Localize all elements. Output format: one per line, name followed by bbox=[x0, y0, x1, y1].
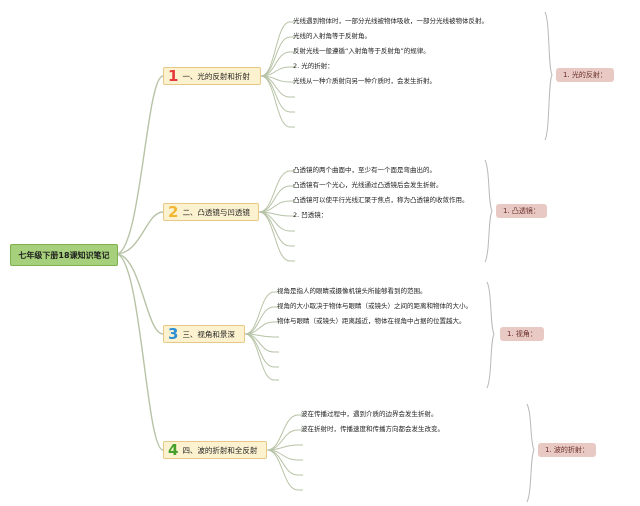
branch-number-1: 1 bbox=[168, 66, 179, 85]
leaf-connector-4-6 bbox=[266, 449, 303, 491]
leaf-connector-3-6 bbox=[244, 333, 279, 368]
root-node[interactable]: 七年级下册18课知识笔记 bbox=[10, 244, 118, 266]
leaf-connector-2-7 bbox=[258, 211, 295, 262]
leaf-connector-3-7 bbox=[244, 333, 279, 381]
summary-tag-3[interactable]: 1. 视角： bbox=[500, 327, 544, 341]
leaf-2-2: 凸透镜有一个光心，光线通过凸透镜后会发生折射。 bbox=[293, 181, 443, 189]
branch-node-4[interactable]: 4 四、波的折射和全反射 bbox=[163, 441, 267, 459]
leaf-connector-1-7 bbox=[260, 75, 295, 113]
summary-bracket-4 bbox=[526, 403, 535, 503]
leaf-connector-3-2 bbox=[244, 306, 279, 335]
summary-bracket-2 bbox=[484, 159, 493, 263]
leaf-connector-2-1 bbox=[258, 170, 295, 213]
root-label: 七年级下册18课知识笔记 bbox=[18, 250, 110, 260]
leaf-connector-1-4 bbox=[260, 66, 295, 77]
branch-node-3[interactable]: 3 三、视角和景深 bbox=[163, 325, 245, 343]
branch-label-3: 三、视角和景深 bbox=[182, 329, 235, 339]
branch-label-2: 二、凸透镜与凹透镜 bbox=[182, 207, 250, 217]
root-connector-3 bbox=[115, 253, 164, 335]
leaf-connector-3-3 bbox=[244, 321, 279, 335]
leaf-2-3: 凸透镜可以使平行光线汇聚于焦点，称为凸透镜的收敛作用。 bbox=[293, 196, 469, 204]
leaf-connector-1-8 bbox=[260, 75, 295, 128]
branch-number-3: 3 bbox=[168, 324, 179, 343]
leaf-2-4: 2. 凹透镜： bbox=[293, 211, 328, 219]
leaf-1-3: 反射光线一般遵循“入射角等于反射角”的规律。 bbox=[293, 47, 430, 55]
leaf-connector-1-1 bbox=[260, 21, 295, 77]
summary-bracket-3 bbox=[486, 281, 495, 389]
leaf-connector-2-3 bbox=[258, 200, 295, 213]
summary-tag-4[interactable]: 1. 波的折射： bbox=[538, 443, 596, 457]
root-connector-2 bbox=[115, 211, 164, 255]
branch-number-4: 4 bbox=[168, 440, 179, 459]
root-connector-4 bbox=[115, 253, 164, 451]
leaf-1-4: 2. 光的折射： bbox=[293, 62, 334, 70]
leaf-connector-4-2 bbox=[266, 429, 303, 451]
leaf-connector-3-1 bbox=[244, 291, 279, 335]
leaf-2-1: 凸透镜的两个曲面中，至少有一个面是弯曲出的。 bbox=[293, 166, 436, 174]
leaf-connector-4-5 bbox=[266, 449, 303, 476]
leaf-connector-2-2 bbox=[258, 185, 295, 213]
branch-label-4: 四、波的折射和全反射 bbox=[182, 445, 258, 455]
leaf-connector-1-3 bbox=[260, 51, 295, 77]
summary-tag-2[interactable]: 1. 凸透镜： bbox=[496, 204, 547, 218]
leaf-4-2: 波在折射时，传播速度和传播方向都会发生改变。 bbox=[301, 425, 444, 433]
leaf-1-1: 光线遇到物体时，一部分光线被物体吸收，一部分光线被物体反射。 bbox=[293, 17, 488, 25]
root-connector-1 bbox=[115, 75, 164, 255]
leaf-4-1: 波在传播过程中，遇到介质的边界会发生折射。 bbox=[301, 410, 438, 418]
leaf-1-5: 光线从一种介质射向另一种介质时，会发生折射。 bbox=[293, 77, 436, 85]
leaf-3-1: 视角是指人的眼睛或摄像机镜头所能够看到的范围。 bbox=[277, 287, 427, 295]
branch-label-1: 一、光的反射和折射 bbox=[182, 71, 250, 81]
leaf-3-2: 视角的大小取决于物体与眼睛（或镜头）之间的距离和物体的大小。 bbox=[277, 302, 472, 310]
branch-node-2[interactable]: 2 二、凸透镜与凹透镜 bbox=[163, 203, 259, 221]
leaf-connector-4-3 bbox=[266, 444, 303, 451]
leaf-1-2: 光线的入射角等于反射角。 bbox=[293, 32, 371, 40]
leaf-3-3: 物体与眼睛（或镜头）距离越近，物体在视角中占据的位置越大。 bbox=[277, 317, 466, 325]
branch-node-1[interactable]: 1 一、光的反射和折射 bbox=[163, 67, 261, 85]
summary-tag-1[interactable]: 1. 光的反射： bbox=[556, 68, 614, 82]
leaf-connector-2-6 bbox=[258, 211, 295, 247]
branch-number-2: 2 bbox=[168, 202, 179, 221]
summary-bracket-1 bbox=[544, 11, 553, 141]
